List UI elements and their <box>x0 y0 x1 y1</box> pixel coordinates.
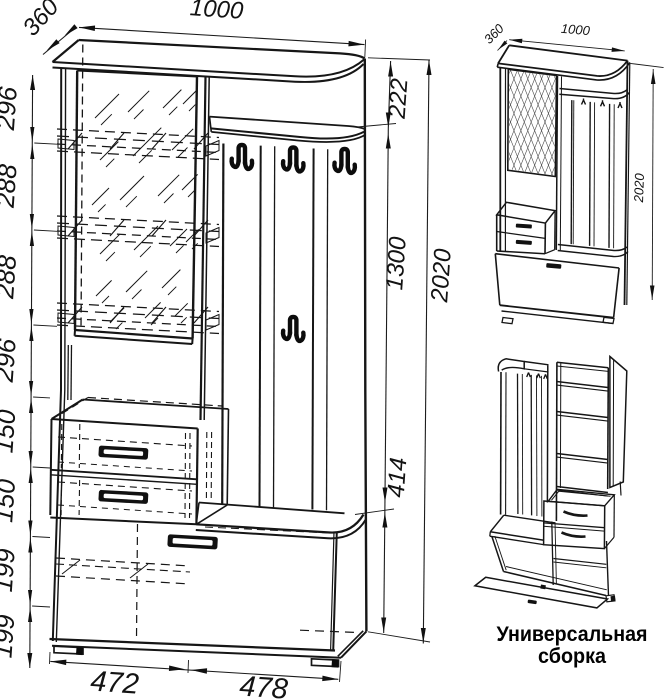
svg-text:288: 288 <box>0 163 23 210</box>
svg-text:296: 296 <box>0 337 22 384</box>
svg-text:2020: 2020 <box>631 172 647 203</box>
svg-text:222: 222 <box>384 78 414 121</box>
svg-text:1000: 1000 <box>560 21 591 39</box>
svg-text:478: 478 <box>238 670 289 700</box>
svg-text:199: 199 <box>0 548 21 593</box>
svg-text:сборка: сборка <box>538 644 607 668</box>
svg-text:1000: 1000 <box>189 0 245 25</box>
svg-text:472: 472 <box>89 665 140 700</box>
svg-text:2020: 2020 <box>426 247 457 304</box>
svg-text:1300: 1300 <box>381 235 412 291</box>
svg-text:414: 414 <box>383 457 413 499</box>
svg-text:150: 150 <box>0 478 21 524</box>
svg-text:296: 296 <box>0 85 23 132</box>
svg-text:288: 288 <box>0 254 22 301</box>
svg-text:Универсальная: Универсальная <box>497 622 648 646</box>
svg-text:199: 199 <box>0 614 20 659</box>
svg-text:150: 150 <box>0 408 21 454</box>
